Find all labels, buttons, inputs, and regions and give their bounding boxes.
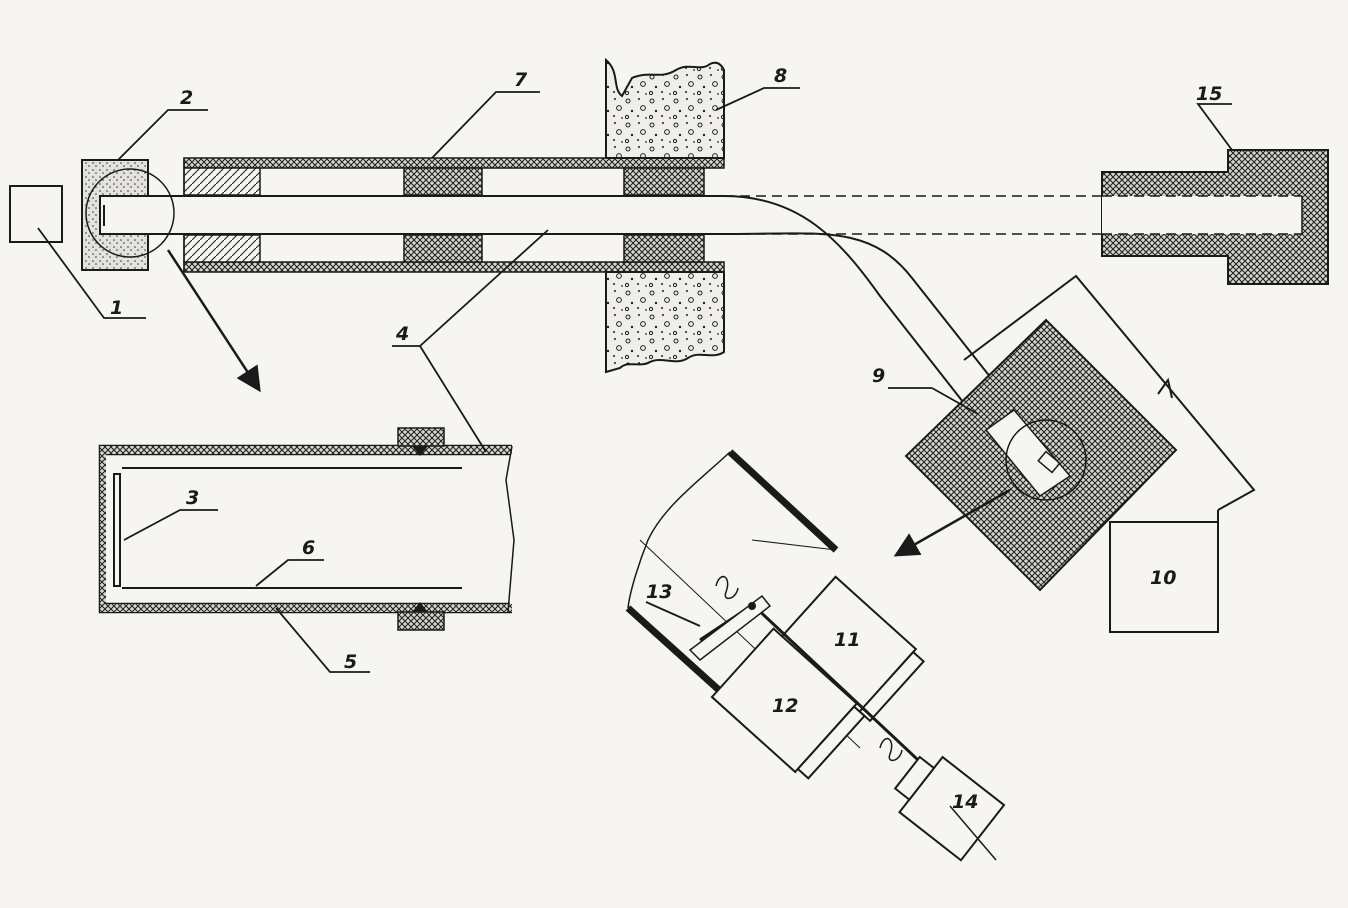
label-15: 15 bbox=[1196, 83, 1222, 105]
label-2: 2 bbox=[180, 87, 193, 109]
label-6: 6 bbox=[302, 537, 315, 559]
wall-8-upper bbox=[605, 57, 725, 159]
detail-arrow-right bbox=[893, 488, 1011, 557]
label-1: 1 bbox=[110, 297, 123, 319]
component-1-box bbox=[9, 185, 63, 243]
outer-tube bbox=[183, 157, 725, 273]
leader-lines bbox=[37, 87, 1233, 673]
component-3-plate bbox=[113, 473, 121, 587]
label-7: 7 bbox=[514, 69, 528, 91]
detail-arrow-left bbox=[166, 249, 261, 393]
detector-assembly bbox=[625, 449, 1006, 862]
label-12: 12 bbox=[772, 695, 798, 717]
component-10-box bbox=[1109, 521, 1219, 633]
label-5: 5 bbox=[344, 651, 357, 673]
label-10: 10 bbox=[1150, 567, 1176, 589]
label-14: 14 bbox=[952, 791, 978, 813]
label-8: 8 bbox=[774, 65, 787, 87]
label-4: 4 bbox=[395, 323, 409, 345]
wall-8-lower bbox=[605, 271, 725, 374]
label-11: 11 bbox=[834, 629, 860, 651]
label-13: 13 bbox=[646, 581, 672, 603]
detail-circle-left bbox=[85, 168, 175, 258]
label-3: 3 bbox=[186, 487, 199, 509]
label-9: 9 bbox=[872, 365, 885, 387]
detail-circle-right bbox=[1005, 419, 1087, 501]
enlarged-detail bbox=[98, 427, 515, 631]
